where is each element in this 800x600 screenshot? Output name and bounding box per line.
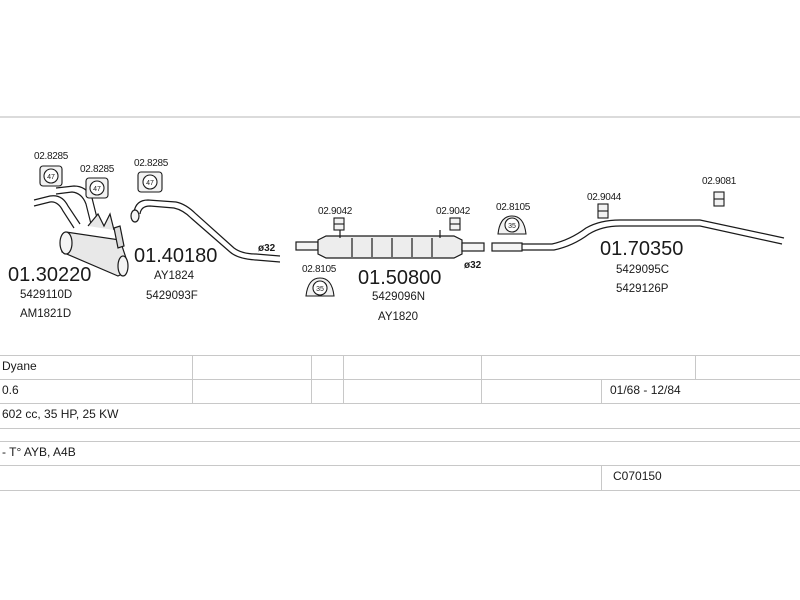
clamp-c1-number: 02.8285 <box>34 151 69 162</box>
clamp-c1-size: 47 <box>47 174 55 181</box>
clamp-c6-icon[interactable]: 35 <box>305 277 335 297</box>
part-01-40180-drawing[interactable] <box>130 199 281 263</box>
part-p2-ref-1: AY1824 <box>154 270 195 282</box>
part-p4-ref-1: 5429095C <box>616 264 669 276</box>
clamp-c4-number: 02.9042 <box>318 206 353 217</box>
part-01-50800-drawing[interactable] <box>295 230 485 259</box>
table-row-spec: 602 cc, 35 HP, 25 KW <box>0 404 800 429</box>
part-01-70350-drawing[interactable] <box>491 219 785 252</box>
clamp-c5-icon[interactable] <box>449 217 461 231</box>
part-p3-ref-2: AY1820 <box>378 311 418 323</box>
clamp-c9-icon[interactable] <box>713 191 725 207</box>
kit-code: C070150 <box>613 469 662 483</box>
engine-size: 0.6 <box>2 383 19 397</box>
clamp-c7-number: 02.8105 <box>496 202 531 213</box>
production-years: 01/68 - 12/84 <box>610 383 681 397</box>
part-p3-ref-1: 5429096N <box>372 291 425 303</box>
clamp-c7-icon[interactable]: 35 <box>497 215 527 235</box>
table-row-engine-codes: - T° AYB, A4B <box>0 442 800 466</box>
diameter-label-2: ø32 <box>464 260 482 271</box>
part-p1-number: 01.30220 <box>8 264 91 286</box>
table-row-spacer <box>0 429 800 442</box>
part-p2-ref-2: 5429093F <box>146 290 198 302</box>
model-name: Dyane <box>2 359 37 373</box>
clamp-c3-icon[interactable]: 47 <box>137 171 163 193</box>
clamp-c9-number: 02.9081 <box>702 176 737 187</box>
engine-codes: - T° AYB, A4B <box>2 445 76 459</box>
clamp-c8-number: 02.9044 <box>587 192 622 203</box>
clamp-c3-size: 47 <box>146 180 154 187</box>
clamp-c6-number: 02.8105 <box>302 264 337 275</box>
clamp-c3-number: 02.8285 <box>134 158 169 169</box>
part-p4-ref-2: 5429126P <box>616 283 669 295</box>
part-p3-number: 01.50800 <box>358 267 441 289</box>
engine-spec: 602 cc, 35 HP, 25 KW <box>2 407 119 421</box>
clamp-c7-size: 35 <box>508 223 516 230</box>
clamp-c2-number: 02.8285 <box>80 164 115 175</box>
exhaust-diagram: 47 47 47 35 35 <box>0 116 800 323</box>
table-row-kit-code: C070150 <box>0 466 800 491</box>
clamp-c2-icon[interactable]: 47 <box>85 177 109 199</box>
part-p1-ref-2: AM1821D <box>20 308 71 320</box>
part-p4-number: 01.70350 <box>600 238 683 260</box>
table-row-model: Dyane <box>0 355 800 380</box>
clamp-c6-size: 35 <box>316 286 324 293</box>
clamp-c4-icon[interactable] <box>333 217 345 231</box>
clamp-c5-number: 02.9042 <box>436 206 471 217</box>
table-row-engine: 0.6 01/68 - 12/84 <box>0 380 800 404</box>
part-p2-number: 01.40180 <box>134 245 217 267</box>
part-01-30220-drawing[interactable] <box>33 185 129 277</box>
clamp-c8-icon[interactable] <box>597 203 609 219</box>
diameter-label-1: ø32 <box>258 243 276 254</box>
clamp-c1-icon[interactable]: 47 <box>39 165 63 187</box>
clamp-c2-size: 47 <box>93 186 101 193</box>
part-p1-ref-1: 5429110D <box>20 289 72 301</box>
vehicle-info-table: Dyane 0.6 01/68 - 12/84 602 cc, 35 HP, 2… <box>0 355 800 491</box>
